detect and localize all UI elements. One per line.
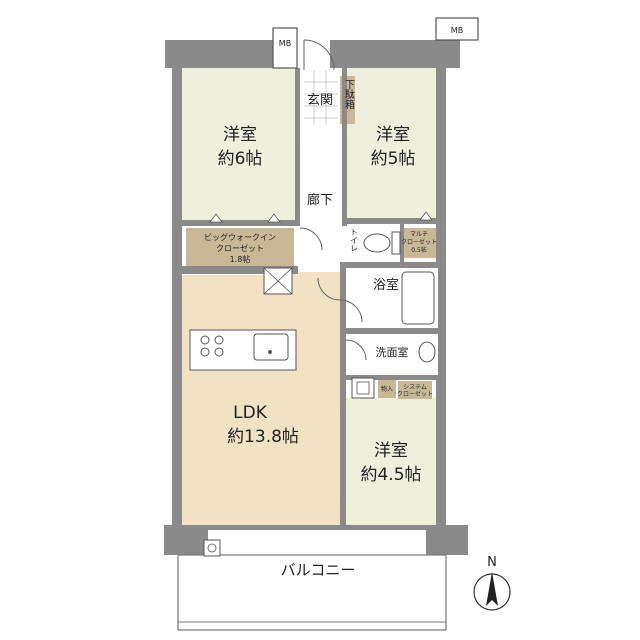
kitchen-counter bbox=[189, 329, 297, 371]
room-western-6-size: 約6帖 bbox=[218, 149, 263, 169]
north-arrow-icon: N bbox=[473, 555, 511, 611]
entrance-area bbox=[304, 70, 338, 125]
multi-closet-line1: マルチ bbox=[410, 231, 428, 238]
room-western-6-area bbox=[180, 68, 297, 223]
ldk-area bbox=[180, 272, 346, 525]
room-western-5-size: 約5帖 bbox=[371, 149, 416, 169]
entrance-tiles bbox=[304, 70, 338, 125]
room-western-45-area bbox=[346, 398, 438, 525]
shoe-box-label: 下駄箱 bbox=[343, 79, 355, 110]
stove-burner-icon bbox=[214, 347, 224, 357]
walk-in-closet-area bbox=[186, 228, 294, 266]
walk-in-closet-size: 1.8帖 bbox=[230, 254, 251, 264]
entrance-door-icon bbox=[303, 39, 335, 71]
stove-burner-icon bbox=[214, 335, 224, 345]
pipe-shaft bbox=[263, 267, 293, 295]
system-closet-area bbox=[398, 381, 432, 399]
multi-closet-line2: クローゼット bbox=[401, 238, 437, 246]
tana-label: 物入 bbox=[381, 385, 393, 393]
ldk-name: LDK bbox=[233, 403, 268, 423]
multi-closet-size: 0.5帖 bbox=[411, 246, 427, 254]
walk-in-closet-line2: クローゼット bbox=[216, 243, 264, 253]
toilet-icon bbox=[363, 233, 391, 253]
system-closet-line1: システム bbox=[403, 384, 427, 391]
room-western-5-name: 洋室 bbox=[376, 125, 410, 145]
compass-label: N bbox=[487, 555, 497, 570]
balcony-label: バルコニー bbox=[281, 561, 356, 579]
room-western-45-size: 約4.5帖 bbox=[360, 465, 421, 485]
bath-label: 浴室 bbox=[373, 277, 399, 293]
hallway-area bbox=[297, 128, 345, 228]
walk-in-closet-line1: ビッグウォークイン bbox=[204, 232, 276, 242]
washing-machine-icon bbox=[351, 377, 375, 399]
room-western-6-name: 洋室 bbox=[223, 125, 257, 145]
system-closet-line2: クローゼット bbox=[397, 390, 433, 398]
stove-burner-icon bbox=[200, 335, 210, 345]
balcony bbox=[177, 539, 447, 631]
outdoor-unit-icon bbox=[203, 539, 221, 557]
meter-box-right-label: MB bbox=[451, 26, 463, 35]
washroom-area bbox=[346, 334, 438, 399]
hallway-label: 廊下 bbox=[307, 192, 333, 208]
multi-closet-area bbox=[402, 228, 436, 258]
meter-box-left: MB bbox=[272, 27, 298, 69]
tana-area bbox=[378, 380, 396, 398]
ldk-size: 約13.8帖 bbox=[227, 427, 299, 447]
stove-burner-icon bbox=[200, 347, 210, 357]
bathtub-icon bbox=[401, 271, 435, 325]
entrance-label: 玄関 bbox=[307, 93, 333, 108]
sink-icon bbox=[253, 333, 289, 361]
washroom-label: 洗面室 bbox=[376, 345, 409, 359]
meter-box-left-label: MB bbox=[279, 39, 291, 48]
sliding-doors bbox=[296, 140, 345, 500]
bath-area bbox=[346, 268, 438, 328]
door-marks bbox=[209, 211, 433, 223]
room-western-45-name: 洋室 bbox=[374, 441, 408, 461]
wash-basin-icon bbox=[418, 341, 436, 363]
door-swings bbox=[299, 227, 367, 361]
toilet-label: トイレ bbox=[350, 228, 359, 252]
meter-box-right: MB bbox=[435, 17, 479, 41]
room-fills bbox=[180, 68, 438, 525]
room-western-5-area bbox=[346, 68, 438, 220]
toilet-area bbox=[347, 224, 401, 262]
